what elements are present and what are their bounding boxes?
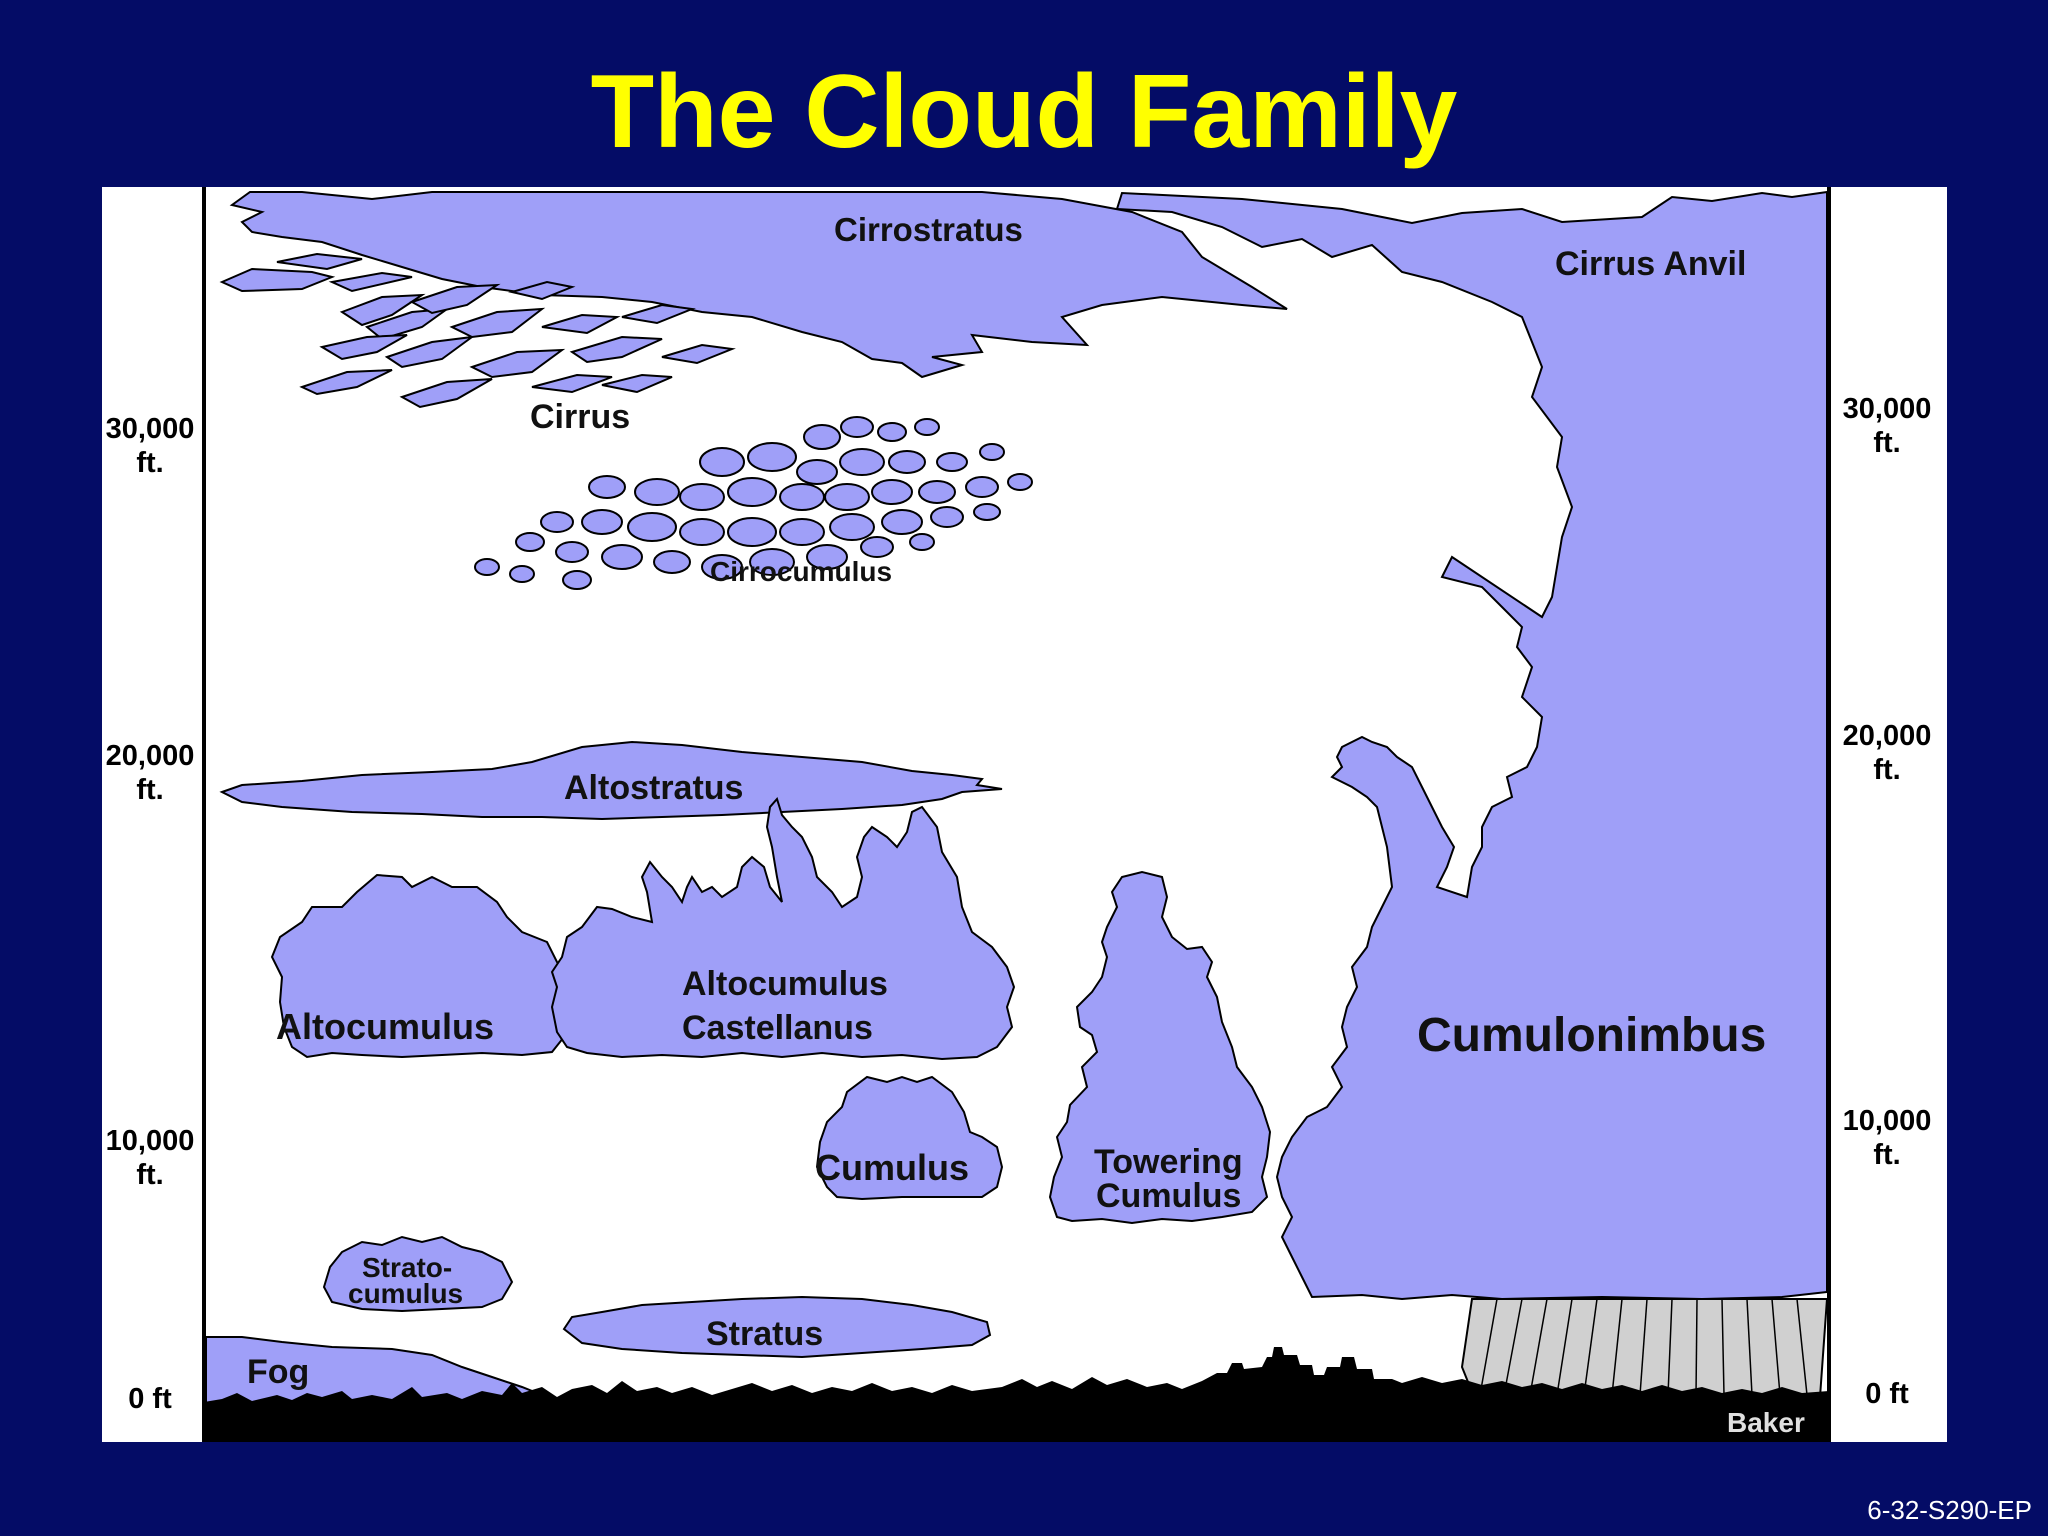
altocumulus-cloud bbox=[270, 873, 572, 1059]
stratocumulus-label-line1: Strato- bbox=[362, 1252, 452, 1283]
left-altitude-30000: 30,000 ft. bbox=[105, 413, 195, 479]
cirrocumulus-label: Cirrocumulus bbox=[710, 556, 892, 587]
fog-label: Fog bbox=[247, 1353, 309, 1391]
left-altitude-20000: 20,000 ft. bbox=[105, 740, 195, 806]
altocumulus-castellanus-label-line1: Altocumulus bbox=[682, 965, 888, 1003]
altocumulus-castellanus-label-line2: Castellanus bbox=[682, 1009, 873, 1047]
rain-shafts bbox=[1460, 1298, 1829, 1398]
cumulus-label: Cumulus bbox=[815, 1147, 969, 1188]
right-altitude-10000: 10,000 ft. bbox=[1842, 1105, 1932, 1171]
slide-title: The Cloud Family bbox=[590, 54, 1458, 170]
cumulus-cloud bbox=[815, 1075, 1004, 1201]
cirrostratus-label: Cirrostratus bbox=[834, 211, 1023, 248]
left-altitude-10000: 10,000 ft. bbox=[105, 1125, 195, 1191]
cloud-diagram: 30,000 ft. 20,000 ft. 10,000 ft. 0 ft 30… bbox=[102, 187, 1947, 1442]
cirrus-cloud bbox=[219, 252, 736, 409]
altostratus-label: Altostratus bbox=[564, 769, 743, 807]
slide-footer-code: 6-32-S290-EP bbox=[1867, 1495, 2032, 1525]
right-altitude-0: 0 ft bbox=[1865, 1378, 1909, 1410]
ground-silhouette bbox=[204, 1347, 1829, 1442]
cirrus-anvil-label: Cirrus Anvil bbox=[1555, 245, 1746, 283]
stratus-label: Stratus bbox=[706, 1315, 823, 1353]
credit-label: Baker bbox=[1727, 1407, 1805, 1438]
right-altitude-30000: 30,000 ft. bbox=[1842, 393, 1932, 459]
stratocumulus-cloud bbox=[322, 1235, 514, 1313]
stratus-cloud bbox=[562, 1295, 992, 1359]
cumulonimbus-label: Cumulonimbus bbox=[1417, 1009, 1766, 1062]
cumulonimbus-cloud bbox=[1115, 190, 1828, 1301]
altostratus-cloud bbox=[219, 740, 1003, 821]
cloud-illustration: Cirrostratus Cirrus Anvil Cirrus Cirrocu… bbox=[202, 187, 1831, 1442]
cirrus-label: Cirrus bbox=[530, 398, 630, 436]
altocumulus-label: Altocumulus bbox=[276, 1006, 494, 1047]
cirrostratus-cloud bbox=[229, 191, 1288, 379]
towering-cumulus-cloud bbox=[1048, 870, 1272, 1225]
towering-cumulus-label-line1: Towering bbox=[1094, 1143, 1243, 1181]
right-altitude-20000: 20,000 ft. bbox=[1842, 720, 1932, 786]
stratocumulus-label-line2: cumulus bbox=[348, 1278, 463, 1309]
towering-cumulus-label-line2: Cumulus bbox=[1096, 1177, 1241, 1215]
cirrocumulus-cloud bbox=[474, 416, 1033, 590]
altocumulus-castellanus-cloud bbox=[550, 796, 1016, 1061]
left-altitude-0: 0 ft bbox=[128, 1383, 172, 1415]
